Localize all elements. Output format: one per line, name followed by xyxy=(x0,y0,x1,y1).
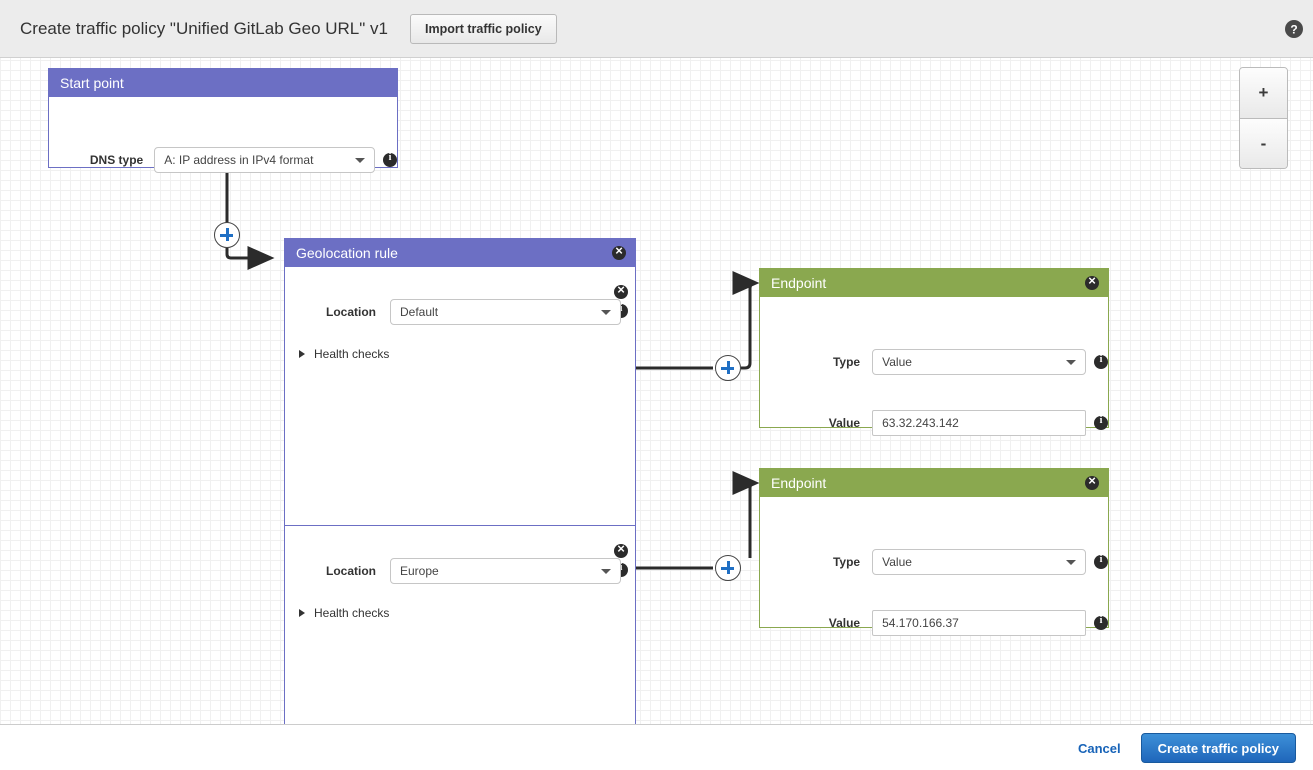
location-label: Location xyxy=(326,305,376,319)
start-point-node[interactable]: Start point DNS type A: IP address in IP… xyxy=(48,68,398,173)
endpoint-header: Endpoint xyxy=(760,269,1108,297)
health-checks-toggle[interactable]: Health checks xyxy=(299,606,389,620)
endpoint-value-text: 63.32.243.142 xyxy=(882,416,959,430)
chevron-right-icon xyxy=(299,609,305,617)
dns-type-select[interactable]: A: IP address in IPv4 format xyxy=(154,147,375,173)
geolocation-rule-title: Geolocation rule xyxy=(296,245,398,261)
chevron-down-icon xyxy=(601,569,611,574)
endpoint-type-label: Type xyxy=(832,555,861,569)
chevron-down-icon xyxy=(1066,560,1076,565)
cancel-button[interactable]: Cancel xyxy=(1077,740,1121,756)
location-value: Default xyxy=(400,305,439,319)
page-title: Create traffic policy "Unified GitLab Ge… xyxy=(20,18,388,38)
geolocation-rule-header: Geolocation rule xyxy=(285,239,635,267)
location-divider xyxy=(285,525,635,526)
endpoint-value-label: Value xyxy=(828,416,861,430)
help-circle-icon[interactable]: ? xyxy=(1284,19,1304,39)
geo-location-block: Location Default Health checks xyxy=(285,267,635,525)
endpoint-type-info-icon[interactable] xyxy=(1094,554,1108,569)
chevron-down-icon xyxy=(1066,360,1076,365)
start-point-title: Start point xyxy=(60,75,124,91)
geolocation-rule-node[interactable]: Geolocation rule Location Default Health… xyxy=(284,238,636,724)
endpoint-body: Type Value Value 54.170.166.37 xyxy=(760,497,1108,636)
create-traffic-policy-button[interactable]: Create traffic policy xyxy=(1140,733,1296,763)
endpoint-value-text: 54.170.166.37 xyxy=(882,616,959,630)
endpoint-type-select[interactable]: Value xyxy=(872,349,1086,375)
endpoint-body: Type Value Value 63.32.243.142 xyxy=(760,297,1108,436)
chevron-right-icon xyxy=(299,350,305,358)
zoom-out-button[interactable]: - xyxy=(1240,118,1287,168)
geo-location-block: Location Europe Health checks xyxy=(285,526,635,724)
endpoint-header: Endpoint xyxy=(760,469,1108,497)
start-point-header: Start point xyxy=(49,69,397,97)
start-point-body: DNS type A: IP address in IPv4 format xyxy=(49,97,397,173)
endpoint-type-value: Value xyxy=(882,355,912,369)
import-traffic-policy-button[interactable]: Import traffic policy xyxy=(409,13,557,44)
remove-location-icon[interactable] xyxy=(614,541,628,558)
endpoint-type-value: Value xyxy=(882,555,912,569)
endpoint-value-info-icon[interactable] xyxy=(1094,615,1108,630)
endpoint-title: Endpoint xyxy=(771,275,827,291)
close-icon[interactable] xyxy=(1085,473,1099,490)
chevron-down-icon xyxy=(355,158,365,163)
location-value: Europe xyxy=(400,564,439,578)
endpoint-type-select[interactable]: Value xyxy=(872,549,1086,575)
endpoint-value-input[interactable]: 63.32.243.142 xyxy=(872,410,1086,436)
page-footer: Cancel Create traffic policy xyxy=(0,726,1313,770)
dns-type-value: A: IP address in IPv4 format xyxy=(164,153,314,167)
endpoint-value-input[interactable]: 54.170.166.37 xyxy=(872,610,1086,636)
policy-canvas[interactable]: Start point DNS type A: IP address in IP… xyxy=(0,58,1313,725)
endpoint-value-label: Value xyxy=(828,616,861,630)
endpoint-type-info-icon[interactable] xyxy=(1094,354,1108,369)
dns-type-info-icon[interactable] xyxy=(383,152,397,167)
endpoint-type-label: Type xyxy=(832,355,861,369)
add-node-button[interactable] xyxy=(715,355,741,381)
endpoint-title: Endpoint xyxy=(771,475,827,491)
close-icon[interactable] xyxy=(1085,273,1099,290)
dns-type-label: DNS type xyxy=(89,153,144,167)
remove-location-icon[interactable] xyxy=(614,282,628,299)
location-label: Location xyxy=(326,564,376,578)
endpoint-value-info-icon[interactable] xyxy=(1094,415,1108,430)
add-node-button[interactable] xyxy=(715,555,741,581)
app-header: Create traffic policy "Unified GitLab Ge… xyxy=(0,0,1313,58)
add-node-button[interactable] xyxy=(214,222,240,248)
zoom-in-button[interactable]: + xyxy=(1240,68,1287,118)
location-select[interactable]: Europe xyxy=(390,558,621,584)
close-icon[interactable] xyxy=(612,243,626,260)
location-select[interactable]: Default xyxy=(390,299,621,325)
svg-text:?: ? xyxy=(1290,23,1297,37)
endpoint-node[interactable]: Endpoint Type Value Value 63.32.243.142 xyxy=(759,268,1109,436)
health-checks-label: Health checks xyxy=(314,606,390,620)
connector-wires xyxy=(225,168,760,570)
health-checks-label: Health checks xyxy=(314,347,390,361)
canvas-zoom-controls[interactable]: + - xyxy=(1239,67,1288,169)
endpoint-node[interactable]: Endpoint Type Value Value 54.170.166.37 xyxy=(759,468,1109,636)
chevron-down-icon xyxy=(601,310,611,315)
health-checks-toggle[interactable]: Health checks xyxy=(299,347,389,361)
